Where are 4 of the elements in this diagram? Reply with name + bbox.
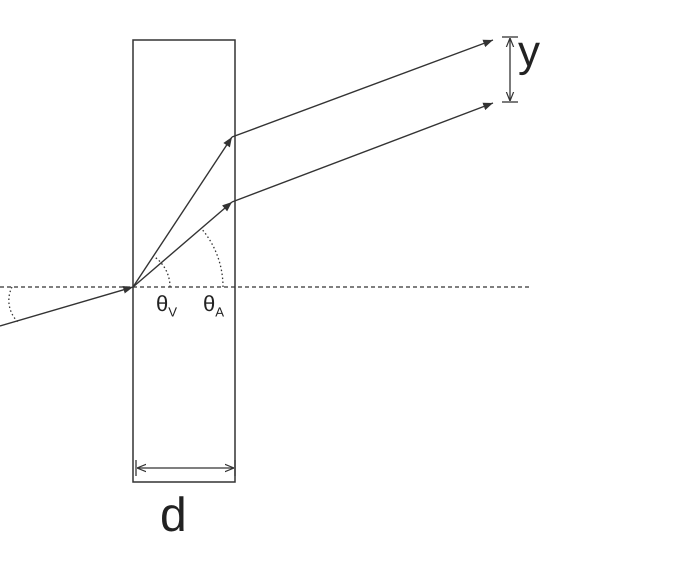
dimension-label: d bbox=[160, 492, 187, 540]
dimension-label: y bbox=[518, 30, 540, 74]
angle-label: θ$_{V}$ bbox=[156, 293, 178, 319]
angle-label: θ$_{A}$ bbox=[203, 293, 224, 319]
